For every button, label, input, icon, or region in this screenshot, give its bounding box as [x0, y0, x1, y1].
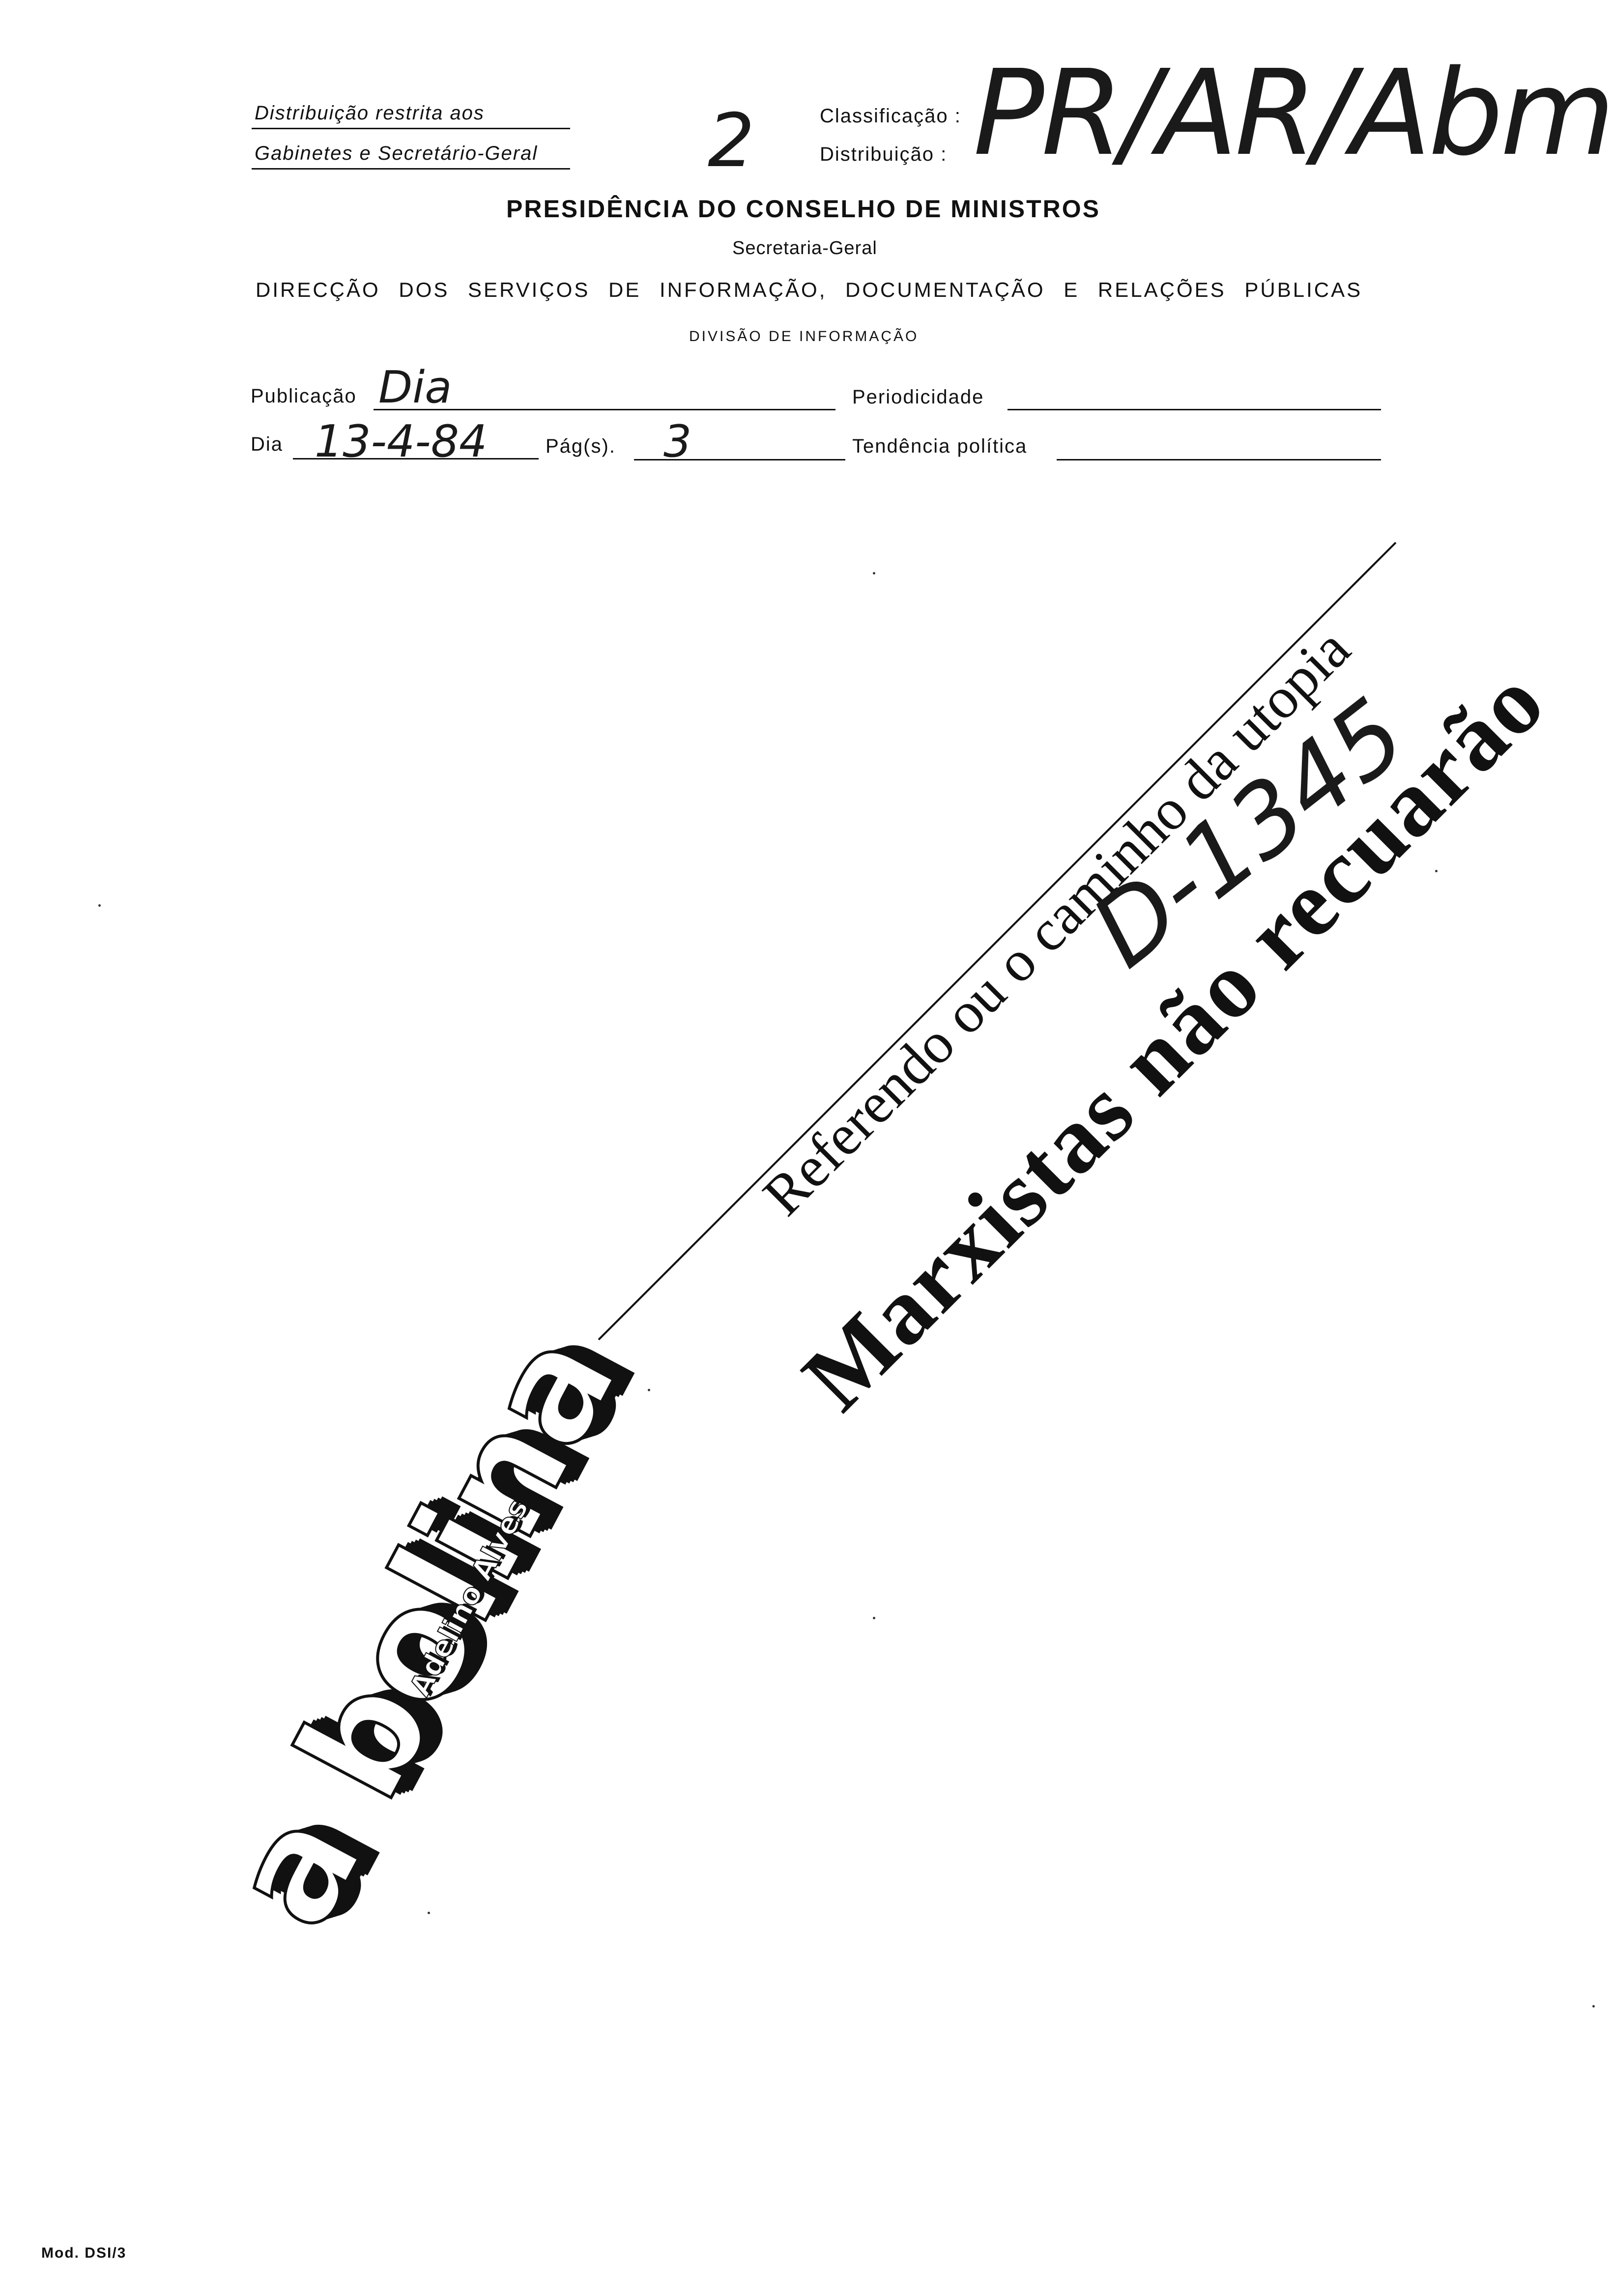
scan-speck	[428, 1912, 430, 1914]
classificacao-handwritten-value: PR/AR/Abm	[973, 44, 1612, 182]
pags-value: 3	[663, 416, 692, 467]
publicacao-underline	[374, 409, 835, 410]
distribuicao-label: Distribuição :	[820, 144, 948, 165]
classificacao-label: Classificação :	[820, 105, 961, 127]
form-code: Mod. DSI/3	[41, 2245, 127, 2261]
publicacao-label: Publicação	[251, 385, 357, 407]
restricted-underline-2	[252, 168, 570, 170]
directorate-title: DIRECÇÃO DOS SERVIÇOS DE INFORMAÇÃO, DOC…	[256, 278, 1363, 301]
dia-label: Dia	[251, 433, 284, 455]
secretariat-title: Secretaria-Geral	[732, 238, 877, 258]
tendencia-label: Tendência política	[852, 435, 1028, 457]
restricted-distribution-line1: Distribuição restrita aos	[255, 102, 485, 124]
division-title: DIVISÃO DE INFORMAÇÃO	[689, 328, 919, 344]
restricted-underline-1	[252, 128, 570, 129]
scan-speck	[873, 1617, 875, 1619]
institution-title: PRESIDÊNCIA DO CONSELHO DE MINISTROS	[506, 195, 1101, 223]
diagonal-rule-line	[598, 542, 1397, 1341]
dia-underline	[293, 458, 539, 459]
scan-speck	[1592, 2005, 1595, 2008]
pags-underline	[634, 459, 845, 460]
restricted-distribution-line2: Gabinetes e Secretário-Geral	[255, 143, 538, 164]
scan-speck	[98, 904, 101, 907]
scan-speck	[1435, 870, 1438, 872]
periodicidade-label: Periodicidade	[852, 386, 984, 408]
pags-label: Pág(s).	[546, 435, 616, 457]
periodicidade-underline	[1008, 409, 1381, 410]
tendencia-underline	[1057, 459, 1381, 460]
scan-speck	[873, 572, 875, 574]
handwritten-copy-number: 2	[708, 98, 755, 184]
scan-speck	[648, 1389, 650, 1391]
publicacao-value: Dia	[378, 362, 452, 413]
